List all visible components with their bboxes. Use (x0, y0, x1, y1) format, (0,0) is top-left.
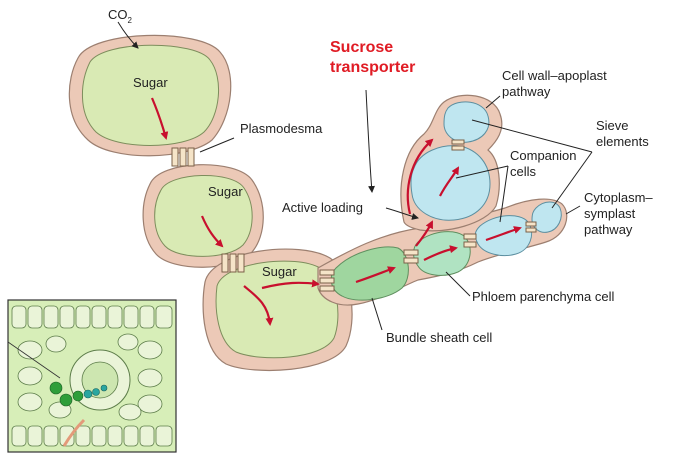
companion-cells-label-1: Companion (510, 148, 577, 163)
sucrose-transporter-label-2: transporter (330, 59, 415, 76)
co2-label: CO2 (108, 7, 133, 25)
sieve-element-upper (444, 102, 489, 142)
sieve-elements-label-1: Sieve (596, 118, 629, 133)
active-loading-label: Active loading (282, 200, 363, 215)
phloem-parenchyma-label: Phloem parenchyma cell (472, 289, 614, 304)
cytoplasm-symplast-label-3: pathway (584, 222, 633, 237)
cell-wall-apoplast-label-1: Cell wall–apoplast (502, 68, 607, 83)
sieve-elements-label-2: elements (596, 134, 649, 149)
companion-cell-upper (411, 146, 490, 221)
leaf-cross-section-inset (8, 300, 176, 452)
companion-cells-label-2: cells (510, 164, 537, 179)
cytoplasm-symplast-label-1: Cytoplasm– (584, 190, 653, 205)
sugar-label-3: Sugar (262, 264, 297, 279)
mesophyll-cell-2 (143, 165, 263, 268)
sucrose-transporter-label-1: Sucrose (330, 39, 393, 56)
bundle-sheath-label: Bundle sheath cell (386, 330, 492, 345)
sugar-label-1: Sugar (133, 75, 168, 90)
cell-wall-apoplast-label-2: pathway (502, 84, 551, 99)
mesophyll-cell-1 (69, 35, 230, 155)
sugar-label-2: Sugar (208, 184, 243, 199)
plasmodesma-label: Plasmodesma (240, 121, 323, 136)
cytoplasm-symplast-label-2: symplast (584, 206, 636, 221)
